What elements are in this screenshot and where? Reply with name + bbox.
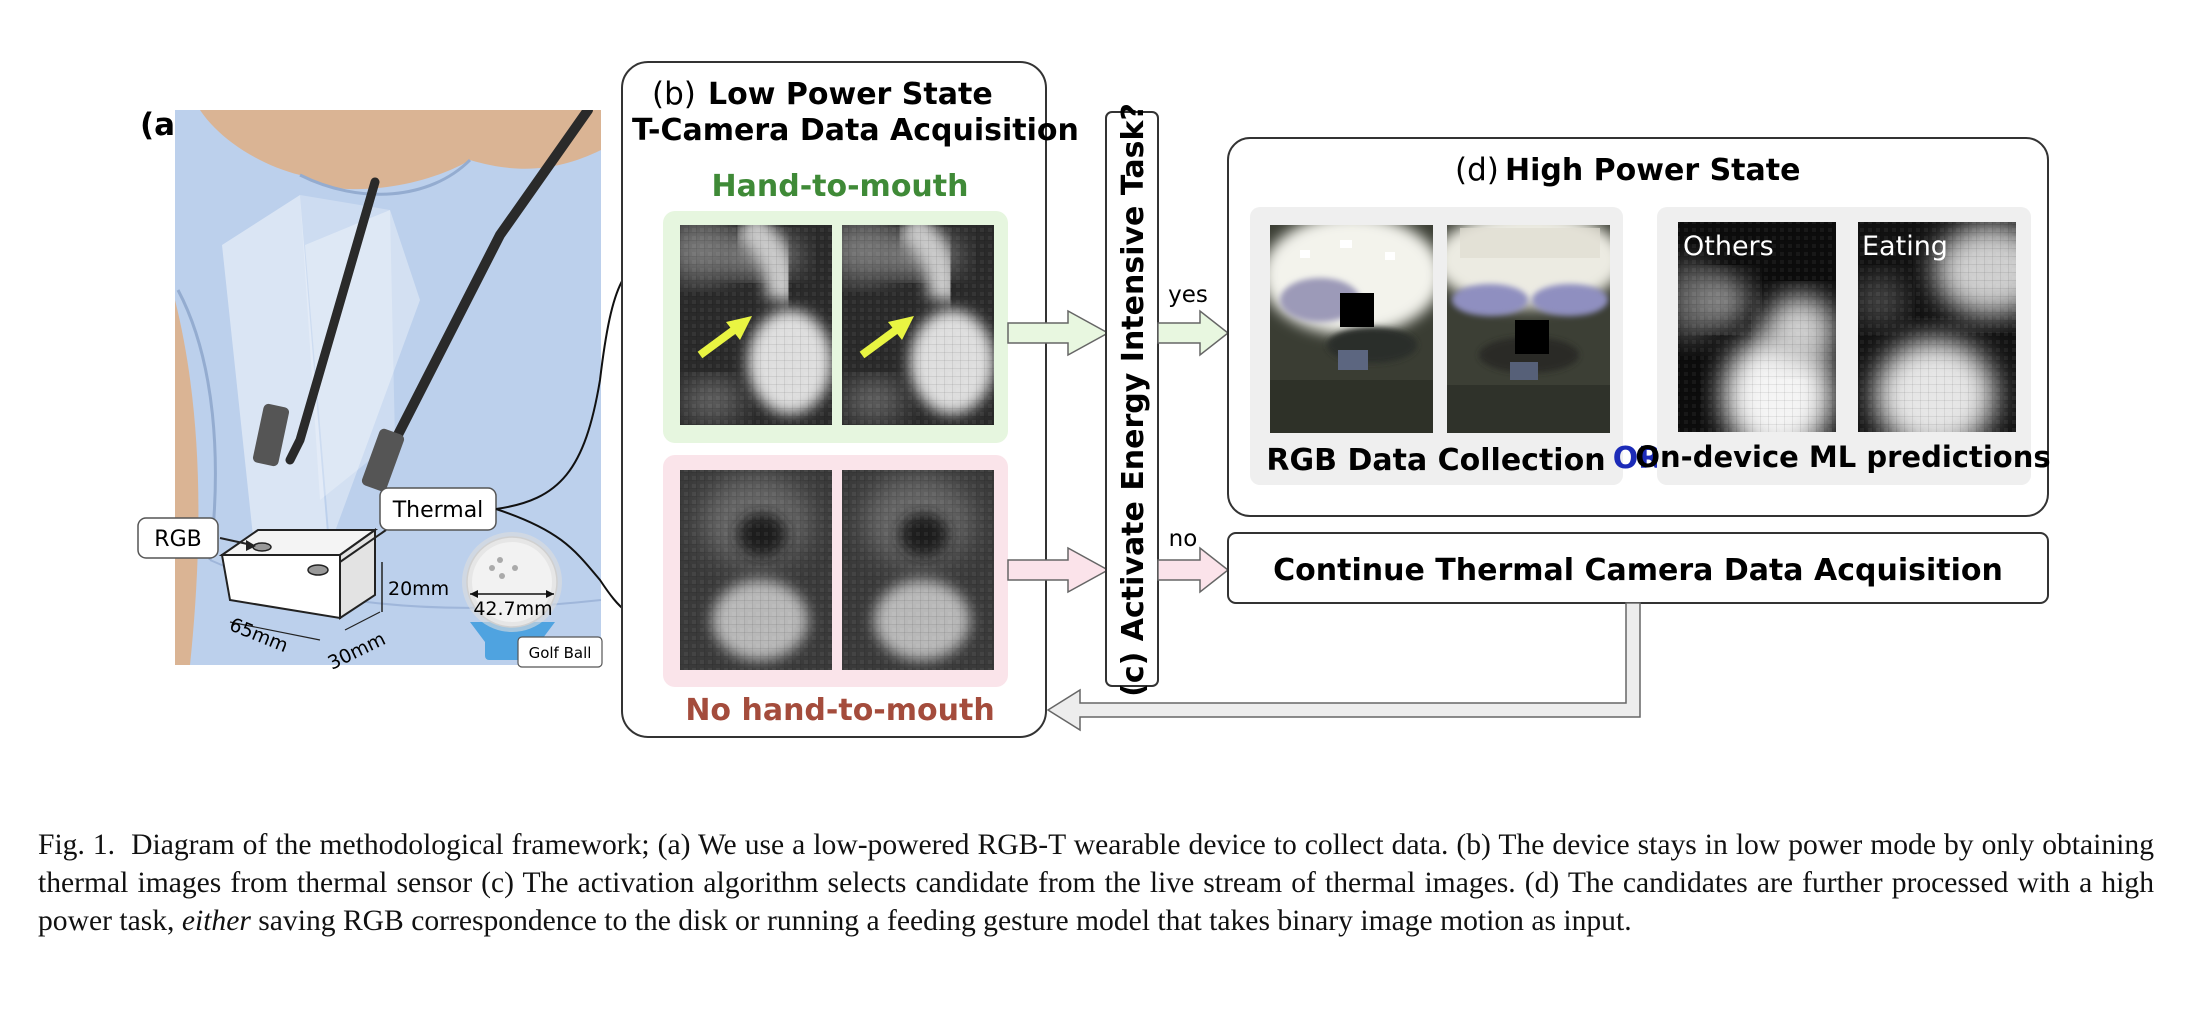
positive-label: Hand-to-mouth — [712, 169, 969, 204]
arrow-negative-to-decision — [1007, 546, 1110, 594]
neck-skin — [175, 110, 601, 190]
thermal-frame-negative-1 — [680, 470, 832, 670]
yes-label: yes — [1168, 282, 1208, 308]
rgb-fov — [222, 195, 328, 555]
caption-prefix: Fig. 1. — [38, 829, 116, 861]
strap-clip-right — [361, 428, 405, 492]
or-text: OR — [1613, 441, 1662, 476]
rgb-caption: RGB Data Collection — [1266, 443, 1605, 478]
fov-overlap — [300, 195, 395, 500]
lanyard-right — [375, 110, 593, 475]
strap-clip-left — [252, 403, 290, 467]
feedback-arrow — [1046, 602, 1641, 732]
decision-title: (c) Activate Energy Intensive Task? — [1116, 103, 1151, 697]
panel-c-decision: (c) Activate Energy Intensive Task? yes … — [1105, 103, 1230, 697]
privacy-block — [1515, 320, 1549, 354]
panel-a-illustration: (a) — [137, 107, 663, 674]
ml-caption: On-device ML predictions — [1635, 440, 2050, 474]
lanyard-left — [285, 177, 380, 465]
rgb-tag: RGB — [154, 527, 201, 552]
rgb-frame-2 — [1447, 225, 1610, 433]
ball-tag: Golf Ball — [529, 644, 592, 662]
yellow-arrow-head — [726, 316, 752, 340]
thermal-frame-negative-2 — [842, 470, 994, 670]
methodology-diagram: (a) — [137, 61, 2051, 738]
arm — [175, 300, 199, 665]
negative-label: No hand-to-mouth — [685, 693, 994, 728]
panel-b-title-line1: Low Power State — [708, 77, 993, 112]
thermal-fov — [305, 210, 420, 545]
no-label: no — [1169, 526, 1198, 552]
ml-label-others: Others — [1683, 231, 1774, 262]
thermal-frame-positive-1 — [680, 225, 832, 425]
figure-caption: Fig. 1. Diagram of the methodological fr… — [38, 826, 2154, 940]
ball-size: 42.7mm — [473, 598, 552, 620]
privacy-block — [1340, 293, 1374, 327]
panel-b-label: (b) — [652, 76, 696, 112]
panel-b-title-line2: T-Camera Data Acquisition — [632, 113, 1079, 148]
caption-text-2: saving RGB correspondence to the disk or… — [258, 905, 1632, 937]
arrow-yes — [1157, 309, 1230, 357]
thermal-tag: Thermal — [392, 498, 484, 523]
collar — [299, 158, 472, 196]
continue-text: Continue Thermal Camera Data Acquisition — [1273, 553, 2003, 588]
thermal-frame-positive-2 — [842, 225, 994, 425]
panel-d-high-power: (d) High Power State RGB Data Collection… — [1227, 137, 2051, 604]
thermal-lens — [307, 564, 329, 576]
panel-d-label: (d) — [1455, 152, 1499, 188]
ml-frame-eating — [1858, 222, 2016, 432]
rgb-frame-1 — [1270, 225, 1433, 433]
wearable-device — [218, 528, 383, 641]
ml-frame-others — [1678, 222, 1836, 432]
dim-height: 20mm — [388, 578, 449, 600]
caption-text-1: Diagram of the methodological framework;… — [38, 829, 2154, 937]
panel-b-low-power: (b) Low Power State T-Camera Data Acquis… — [621, 61, 1079, 738]
arrow-positive-to-decision — [1007, 309, 1110, 357]
arrow-no — [1157, 546, 1230, 594]
golf-ball — [462, 532, 562, 660]
rgb-lens — [252, 542, 272, 552]
rgb-tag-box — [137, 517, 219, 559]
yellow-arrow-shaft — [697, 323, 741, 359]
panel-d-title: High Power State — [1505, 153, 1800, 188]
ml-label-eating: Eating — [1862, 231, 1948, 262]
yellow-arrow-head — [888, 316, 914, 340]
yellow-arrow-shaft — [859, 323, 903, 359]
caption-emphasis: either — [181, 905, 251, 937]
ball-tag-box — [517, 636, 603, 668]
thermal-pointer — [339, 529, 387, 563]
decision-box — [1105, 111, 1159, 687]
